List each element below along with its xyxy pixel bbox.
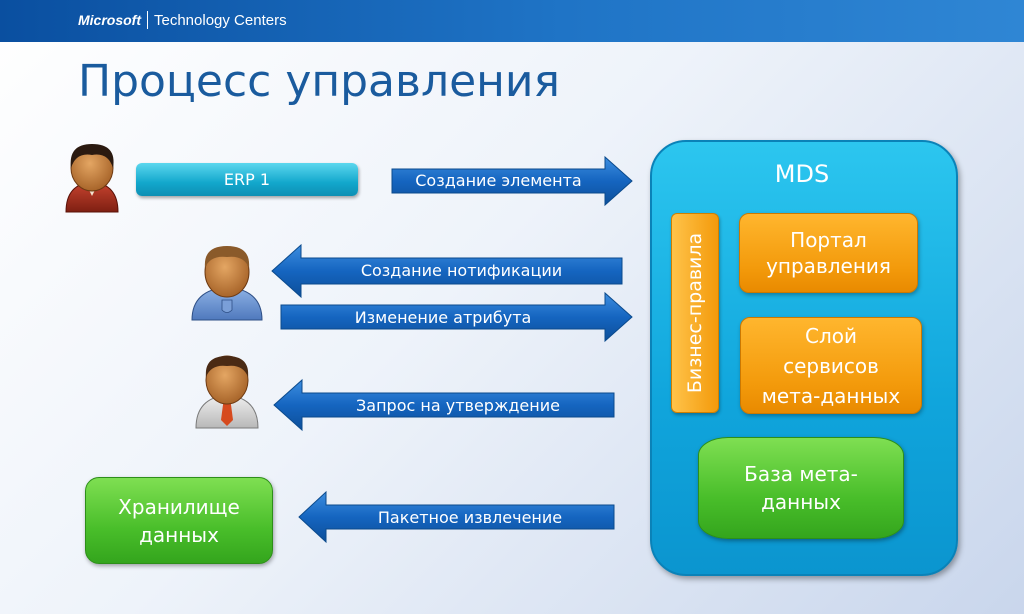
brand-technology-centers: Technology Centers xyxy=(154,11,287,29)
brand-separator xyxy=(147,11,148,29)
metadata-db-label: База мета-данных xyxy=(744,462,858,514)
data-warehouse-label: Хранилище данных xyxy=(118,494,240,547)
business-rules-label: Бизнес-правила xyxy=(684,232,706,394)
page-title: Процесс управления xyxy=(78,56,560,107)
services-layer-box: Слой сервисов мета-данных xyxy=(740,317,922,414)
metadata-db-box: База мета-данных xyxy=(698,437,904,539)
arrow-label-create-notification: Создание нотификации xyxy=(360,261,563,280)
arrow-change-attribute xyxy=(280,291,633,343)
arrow-label-approval-request: Запрос на утверждение xyxy=(356,396,560,415)
arrow-create-element xyxy=(391,155,633,207)
erp-box: ERP 1 xyxy=(136,163,358,196)
data-warehouse-box: Хранилище данных xyxy=(85,477,273,564)
header-bar: Microsoft Technology Centers xyxy=(0,0,1024,42)
arrow-create-notification xyxy=(271,243,623,299)
brand-microsoft: Microsoft xyxy=(78,12,141,28)
business-rules-box: Бизнес-правила xyxy=(671,213,719,413)
arrow-batch-extract xyxy=(298,490,615,544)
person-shield-icon xyxy=(191,246,263,321)
portal-box: Портал управления xyxy=(739,213,918,293)
erp-label: ERP 1 xyxy=(223,170,271,189)
arrow-label-change-attribute: Изменение атрибута xyxy=(354,308,532,327)
person-dark-hair-icon xyxy=(65,144,119,213)
services-layer-label: Слой сервисов мета-данных xyxy=(761,323,901,408)
portal-label: Портал управления xyxy=(766,228,891,278)
person-tie-icon xyxy=(195,355,259,429)
arrow-approval-request xyxy=(273,378,615,432)
brand-logo: Microsoft Technology Centers xyxy=(78,11,287,29)
arrow-label-batch-extract: Пакетное извлечение xyxy=(377,508,563,527)
mds-title: MDS xyxy=(774,160,830,188)
arrow-label-create-element: Создание элемента xyxy=(415,171,582,190)
